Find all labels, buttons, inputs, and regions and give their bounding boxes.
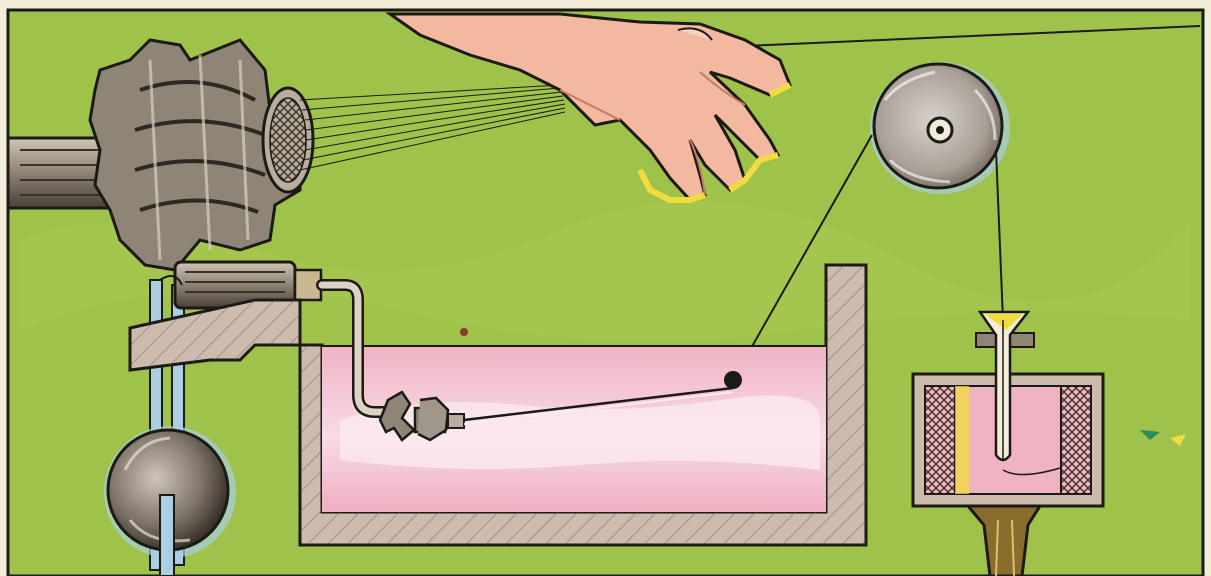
guide-pulley — [870, 62, 1010, 194]
immersion-roller — [724, 371, 742, 389]
pot-left-mesh — [925, 386, 955, 494]
pot-right-mesh — [1061, 386, 1091, 494]
